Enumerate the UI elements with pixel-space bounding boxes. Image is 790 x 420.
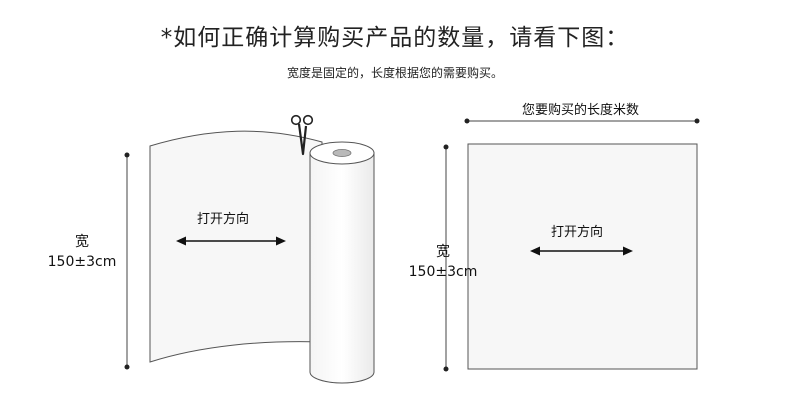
fabric-sheet (149, 130, 323, 363)
right-direction-label: 打开方向 (551, 225, 604, 240)
fabric-roll (309, 141, 375, 384)
right-width-dimension-line (443, 144, 449, 372)
right-width-text: 宽 (436, 244, 450, 260)
left-width-value: 150±3cm (47, 254, 117, 270)
right-direction-arrow (530, 246, 633, 256)
left-width-label: 宽 150±3cm (44, 232, 120, 272)
right-width-label: 宽 150±3cm (402, 242, 484, 282)
left-direction-label: 打开方向 (197, 212, 250, 227)
left-width-text: 宽 (75, 234, 89, 250)
page-subtitle: 宽度是固定的，长度根据您的需要购买。 (286, 66, 503, 80)
right-length-label: 您要购买的长度米数 (522, 103, 640, 118)
fabric-square (467, 143, 698, 370)
scissors-icon (290, 114, 314, 156)
page-title: *如何正确计算购买产品的数量，请看下图： (160, 25, 630, 51)
left-direction-arrow (176, 236, 286, 246)
right-length-dimension-line (464, 118, 700, 124)
right-width-value: 150±3cm (408, 264, 478, 280)
left-width-dimension-line (124, 152, 130, 370)
